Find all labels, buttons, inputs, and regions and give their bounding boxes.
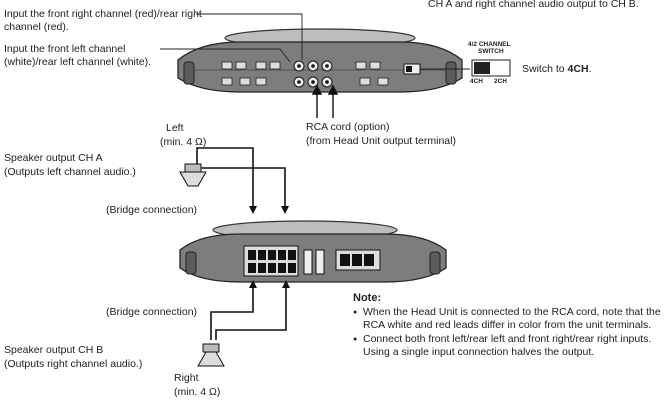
channel-switch-detail xyxy=(471,59,511,77)
switch-4ch-label: 4CH xyxy=(470,78,484,85)
amplifier-top xyxy=(177,28,463,93)
switch-2ch-label: 2CH xyxy=(494,78,508,85)
note-title: Note: xyxy=(353,292,382,304)
speaker-b-icon xyxy=(197,343,225,367)
switch-title-2: SWITCH xyxy=(478,48,504,55)
note-item: Connect both front left/rear left and fr… xyxy=(353,333,665,359)
rca-cord-source-label: (from Head Unit output terminal) xyxy=(306,135,456,147)
speaker-a-icon xyxy=(179,163,207,187)
rca-cord-label: RCA cord (option) xyxy=(306,121,390,133)
switch-title-1: 4/2 CHANNEL xyxy=(468,41,511,48)
speaker-b-label: Speaker output CH B xyxy=(4,344,104,356)
amplifier-bottom xyxy=(179,220,447,283)
front-left-input-label: Input the front left channel (white)/rea… xyxy=(4,43,152,68)
speaker-a-label: Speaker output CH A xyxy=(4,152,103,164)
speaker-b-sub-label: (Outputs right channel audio.) xyxy=(4,358,143,370)
switch-to-prefix: Switch to xyxy=(522,63,568,75)
switch-to-label: Switch to 4CH. xyxy=(522,63,591,76)
switch-to-value: 4CH xyxy=(567,63,589,75)
note-item: When the Head Unit is connected to the R… xyxy=(353,306,665,332)
bridge-connection-top-label: (Bridge connection) xyxy=(106,204,198,216)
bridge-connection-bottom-label: (Bridge connection) xyxy=(106,306,198,318)
speaker-a-sub-label: (Outputs left channel audio.) xyxy=(4,166,136,178)
rca-cord-arrows xyxy=(311,84,339,118)
right-speaker-min-label: (min. 4 Ω) xyxy=(174,386,221,398)
switch-to-suffix: . xyxy=(588,63,592,75)
front-right-input-label: Input the front right channel (red)/rear… xyxy=(4,8,202,33)
top-right-clipped-text: CH A and right channel audio output to C… xyxy=(428,0,639,10)
left-speaker-label: Left xyxy=(166,122,184,134)
note-list: When the Head Unit is connected to the R… xyxy=(353,306,665,360)
right-speaker-label: Right xyxy=(174,372,199,384)
left-speaker-min-label: (min. 4 Ω) xyxy=(160,136,207,148)
